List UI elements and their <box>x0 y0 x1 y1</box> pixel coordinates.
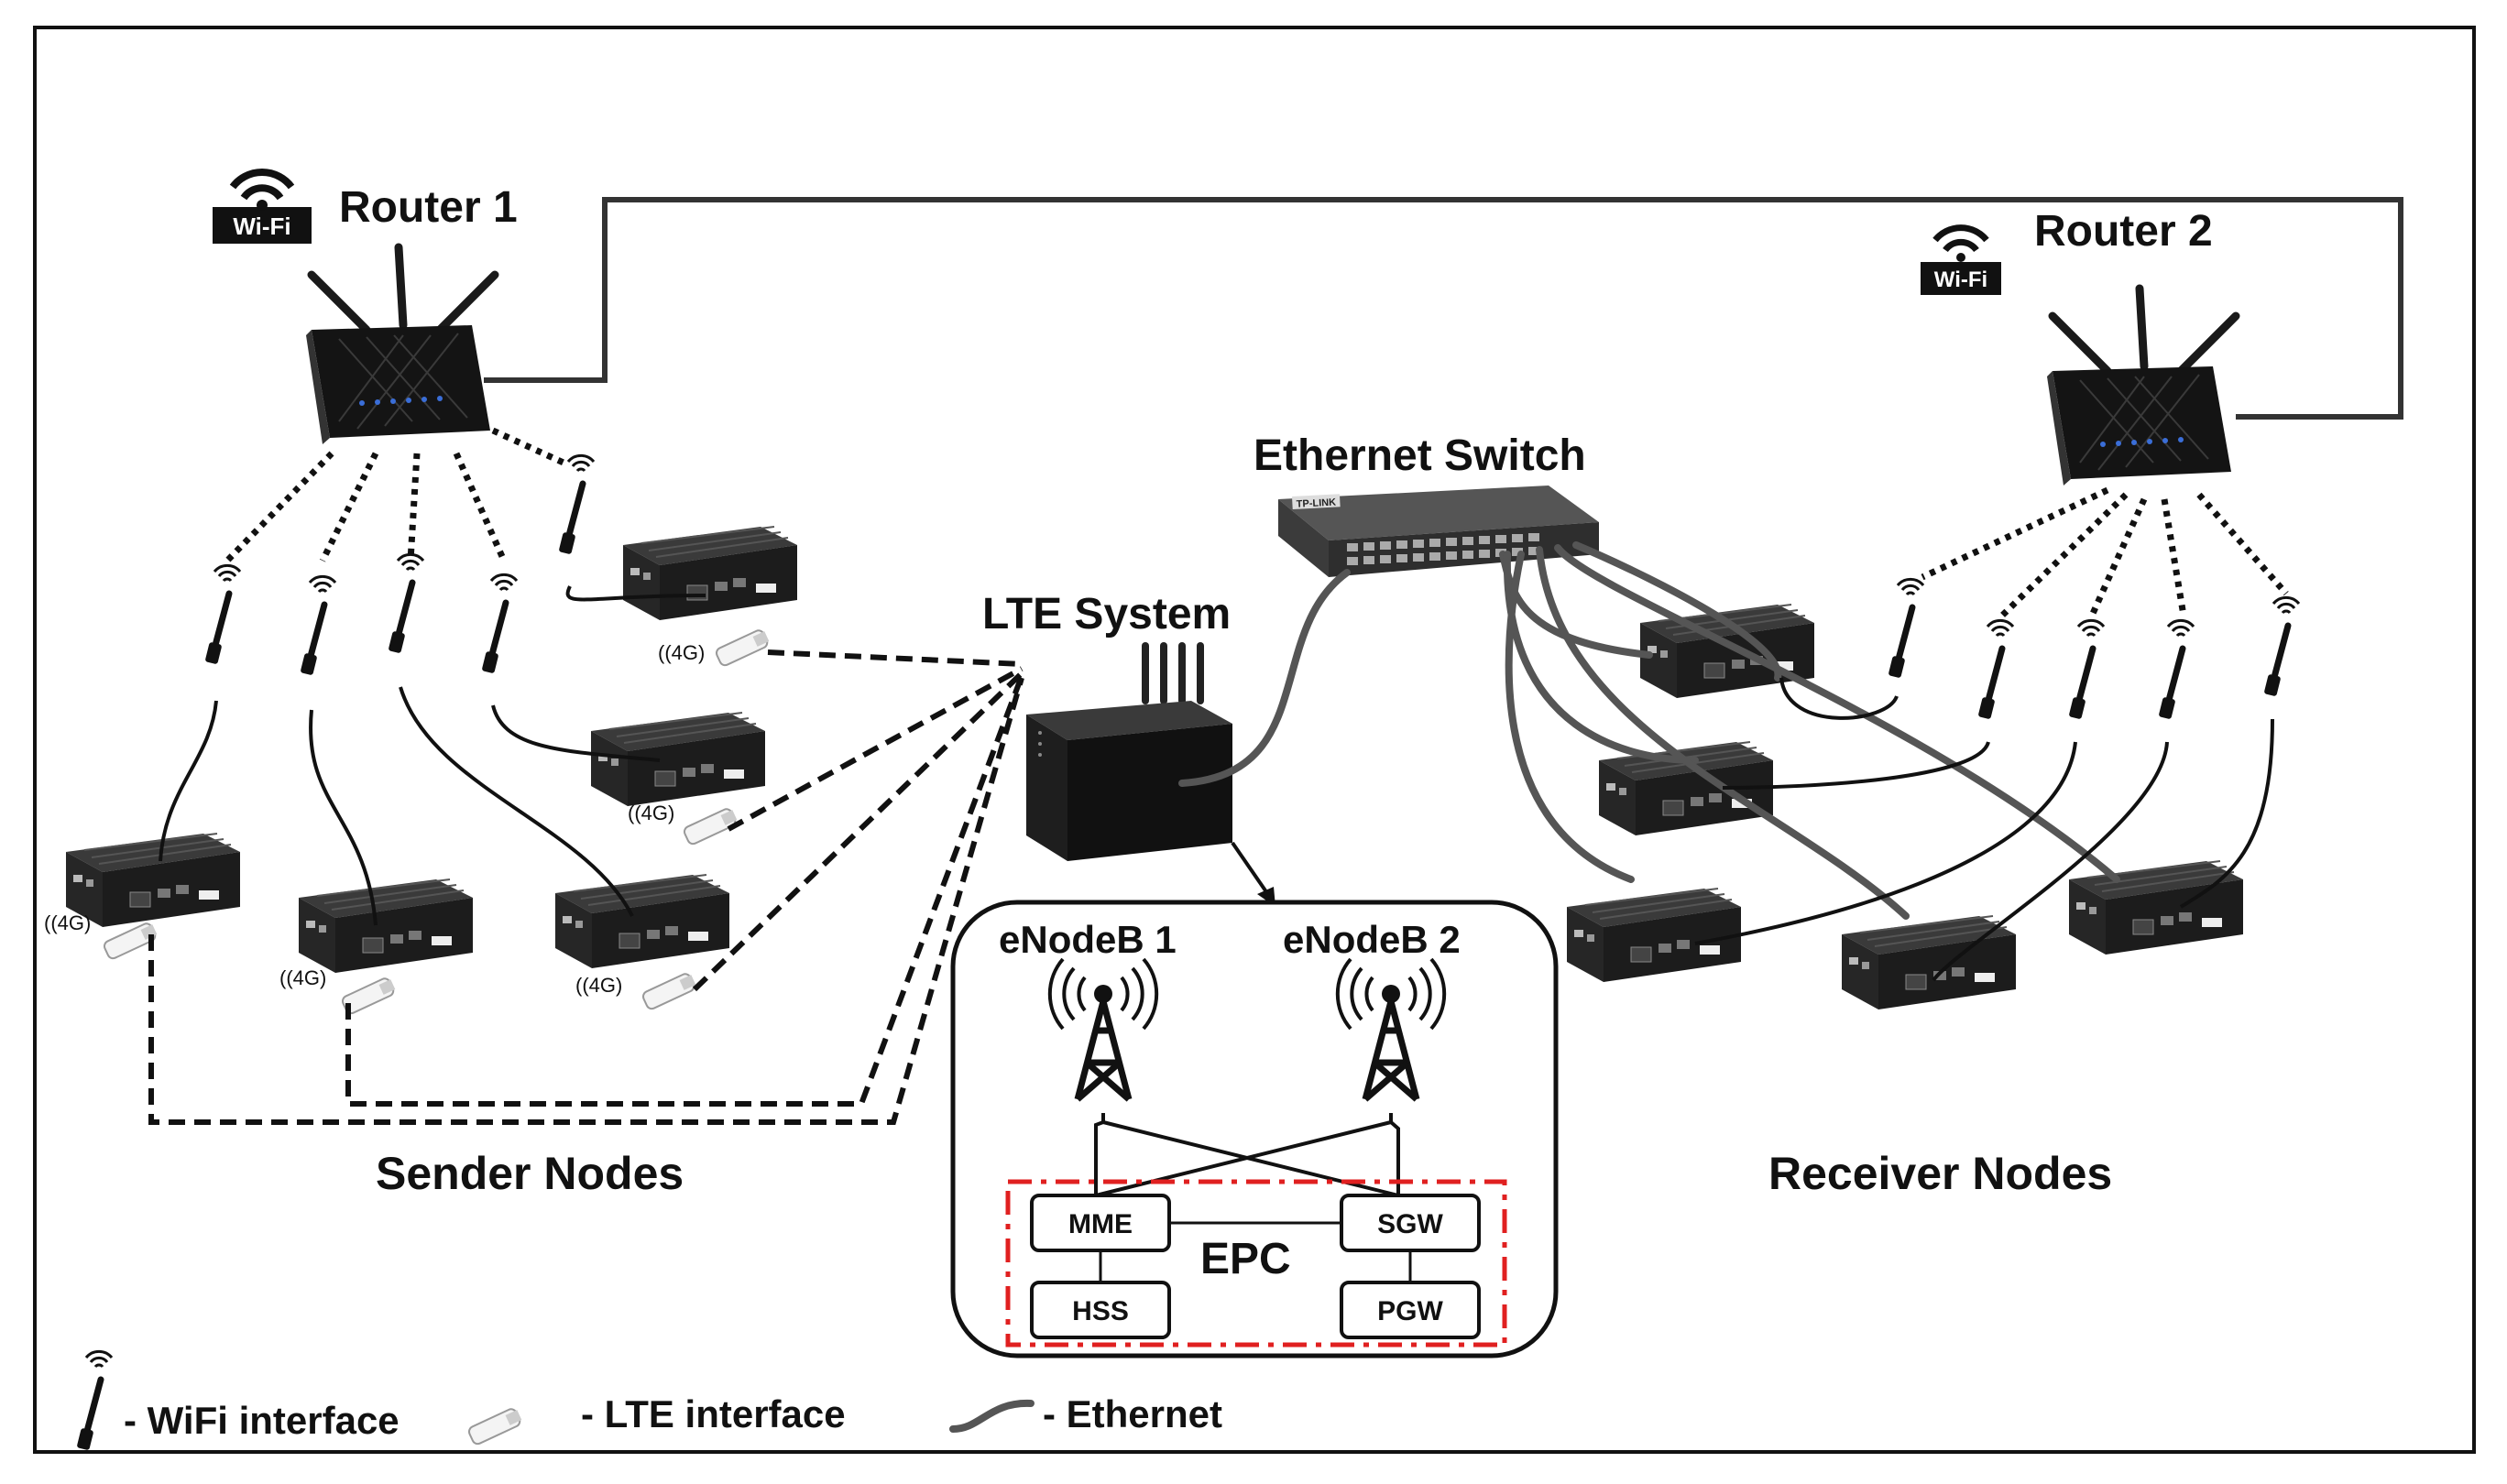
wifi-antenna <box>205 565 240 664</box>
epc-region <box>1005 1179 1507 1348</box>
legend-wifi-label: - WiFi interface <box>124 1399 400 1442</box>
sender-wifi-cables <box>159 585 706 926</box>
lte-tag: ((4G) <box>628 802 674 824</box>
router-1 <box>306 247 495 444</box>
receiver-nodes-label: Receiver Nodes <box>1768 1148 2112 1199</box>
wifi-antenna <box>2069 620 2104 719</box>
router-2 <box>2047 289 2236 486</box>
mme-box: MME <box>1030 1194 1171 1252</box>
svg-text:Wi-Fi: Wi-Fi <box>1934 267 1987 292</box>
enodeb-2-label: eNodeB 2 <box>1283 918 1461 961</box>
wifi-badge-router-1: Wi-Fi <box>213 169 312 244</box>
lte-tag: ((4G) <box>575 974 622 997</box>
lte-to-enodeb-arrow <box>1231 841 1275 907</box>
epc-label: EPC <box>1200 1235 1291 1283</box>
wifi-badge-router-2: Wi-Fi <box>1921 224 2001 295</box>
legend-ethernet-icon <box>949 1399 1035 1433</box>
receiver-node <box>2068 860 2244 955</box>
receiver-wifi-cables <box>1694 677 2274 982</box>
svg-text:MME: MME <box>1068 1209 1133 1239</box>
svg-text:Wi-Fi: Wi-Fi <box>233 213 290 240</box>
hss-box: HSS <box>1030 1281 1171 1339</box>
wifi-antenna <box>482 574 517 673</box>
svg-text:PGW: PGW <box>1377 1296 1443 1326</box>
sgw-box: SGW <box>1340 1194 1481 1252</box>
epc-internal-links <box>1099 1221 1412 1282</box>
sender-node <box>554 874 730 969</box>
legend-wifi-icon <box>77 1351 112 1450</box>
diagram-frame <box>33 26 2476 1454</box>
router-1-wifi-links <box>224 427 565 563</box>
legend: - WiFi interface - LTE interface - Ether… <box>77 1351 1222 1450</box>
sender-node <box>622 526 798 621</box>
lte-links <box>148 649 1024 1125</box>
wifi-antenna <box>1978 620 2013 719</box>
wifi-antenna <box>2264 597 2299 696</box>
sender-nodes-label: Sender Nodes <box>376 1148 684 1199</box>
sender-node <box>65 833 241 928</box>
lte-tag: ((4G) <box>658 641 705 664</box>
svg-text:TP-LINK: TP-LINK <box>1296 496 1336 509</box>
router-1-label: Router 1 <box>339 183 518 232</box>
legend-lte-icon <box>466 1406 523 1447</box>
lte-tag: ((4G) <box>279 966 326 989</box>
sender-node <box>590 712 766 807</box>
svg-text:HSS: HSS <box>1072 1296 1129 1326</box>
ethernet-switch: TP-LINK <box>1278 486 1599 577</box>
enodeb-1-label: eNodeB 1 <box>999 918 1177 961</box>
router-link-cable <box>484 197 2403 420</box>
wifi-antenna <box>389 554 423 653</box>
lte-dongle <box>640 971 697 1012</box>
wifi-antenna <box>1888 579 1923 678</box>
lte-tag: ((4G) <box>44 911 91 934</box>
receiver-node <box>1566 888 1742 983</box>
legend-ethernet-label: - Ethernet <box>1043 1392 1222 1435</box>
lte-dongle <box>714 627 771 669</box>
wifi-antenna <box>2159 620 2194 719</box>
pgw-box: PGW <box>1340 1281 1481 1339</box>
router-2-wifi-links <box>1921 486 2289 618</box>
ethernet-cables <box>1178 541 2120 920</box>
switch-label: Ethernet Switch <box>1254 431 1586 480</box>
sender-node <box>298 878 474 974</box>
lte-server <box>1026 642 1232 861</box>
svg-text:SGW: SGW <box>1377 1209 1443 1239</box>
router-2-label: Router 2 <box>2034 207 2213 256</box>
wifi-antenna <box>559 455 594 554</box>
lte-system-label: LTE System <box>982 590 1231 638</box>
legend-lte-label: - LTE interface <box>581 1392 846 1435</box>
wifi-antenna <box>301 576 335 675</box>
